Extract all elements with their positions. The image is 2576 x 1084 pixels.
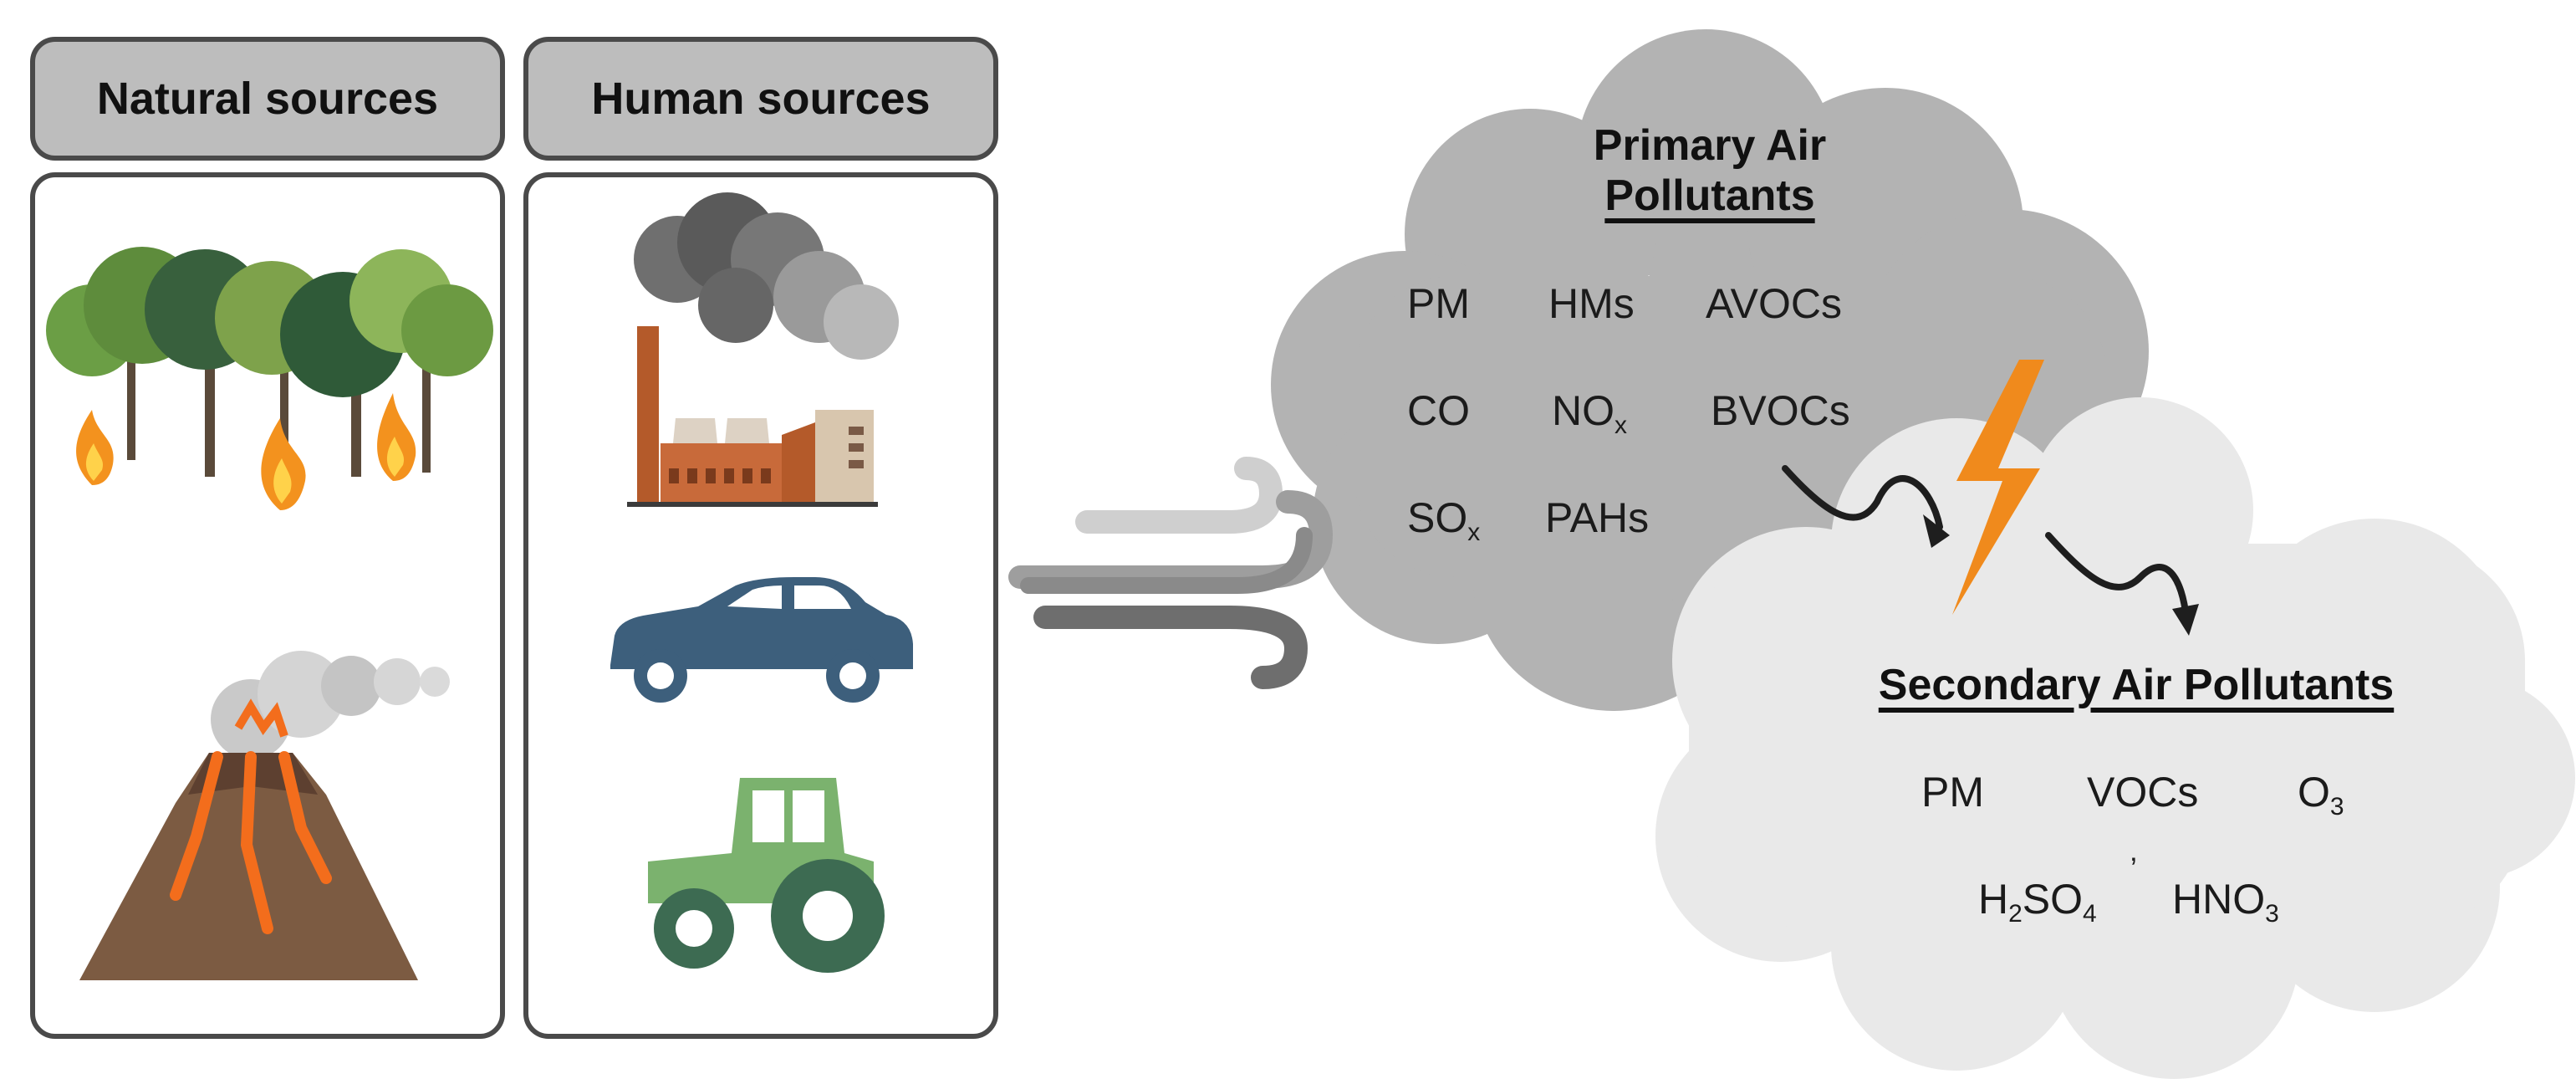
h2so4-h-sub: 2 (2008, 900, 2023, 928)
primary-item-avocs: AVOCs (1706, 280, 1842, 327)
hno3-base: HNO (2172, 876, 2266, 923)
h2so4-h: H (1978, 876, 2009, 923)
secondary-item-pm: PM (1921, 769, 1984, 816)
arrow-head-2 (2172, 604, 2199, 636)
human-sources-header: Human sources (523, 37, 998, 161)
sox-base: SO (1407, 494, 1468, 541)
o3-base: O (2298, 769, 2330, 816)
primary-item-pm: PM (1407, 280, 1470, 327)
primary-item-pahs: PAHs (1545, 494, 1650, 541)
lightning-icon (1952, 360, 2044, 615)
nox-sub: x (1614, 412, 1627, 439)
secondary-item-o3: O3 (2298, 769, 2344, 820)
o3-sub: 3 (2329, 793, 2344, 821)
sox-sub: x (1467, 519, 1481, 546)
secondary-title: Secondary Air Pollutants (1878, 661, 2395, 709)
human-sources-label: Human sources (591, 74, 931, 124)
secondary-item-vocs: VOCs (2087, 769, 2199, 816)
natural-sources-header: Natural sources (30, 37, 505, 161)
secondary-item-h2so4: H2SO4 (1978, 876, 2097, 927)
primary-title-line2: Pollutants (1604, 171, 1815, 220)
hno3-sub: 3 (2265, 900, 2279, 928)
secondary-item-hno3: HNO3 (2172, 876, 2279, 927)
factory-icon (627, 192, 899, 507)
primary-item-hms: HMs (1548, 280, 1635, 327)
nox-base: NO (1552, 387, 1614, 434)
primary-item-co: CO (1407, 387, 1470, 434)
primary-title: Primary Air Pollutants (1543, 121, 1877, 222)
h2so4-so: SO (2022, 876, 2084, 923)
secondary-separator: ʼ (2130, 852, 2137, 887)
car-icon (610, 577, 913, 703)
h2so4-so-sub: 4 (2083, 900, 2097, 928)
forest-fire-icon (46, 247, 493, 510)
volcano-icon (79, 651, 450, 980)
primary-item-sox: SOx (1407, 494, 1480, 545)
arrow-icon (1782, 465, 2190, 622)
primary-item-bvocs: BVOCs (1711, 387, 1850, 434)
tractor-icon (648, 778, 885, 973)
primary-item-nox: NOx (1552, 387, 1627, 438)
natural-sources-label: Natural sources (96, 74, 439, 124)
primary-pollutants-cloud (1271, 29, 2149, 711)
arrow-head-1 (1923, 514, 1950, 548)
primary-title-line1: Primary Air (1593, 121, 1827, 170)
wind-icon (1008, 457, 1334, 689)
